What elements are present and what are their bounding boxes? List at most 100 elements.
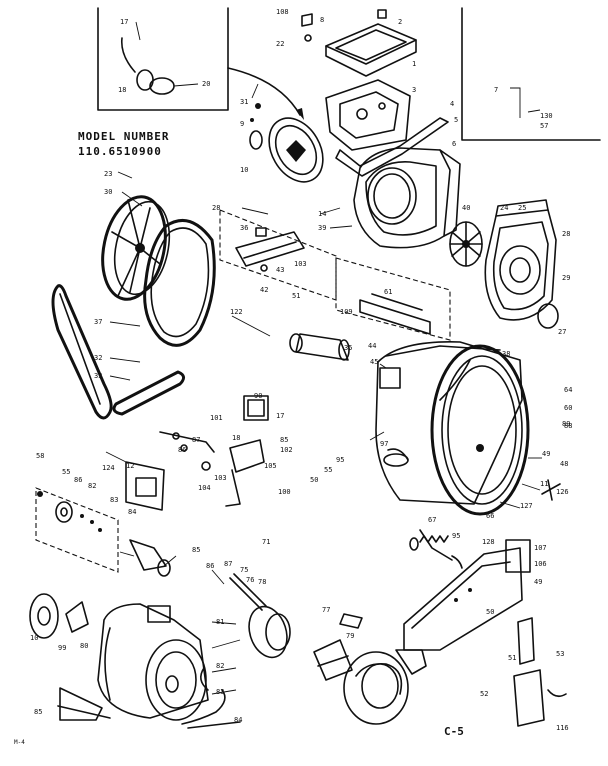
idler-pulley xyxy=(129,539,171,577)
callout: 55 xyxy=(62,468,70,476)
callout: 83 xyxy=(216,688,224,696)
callout: 84 xyxy=(234,716,242,724)
service-panel xyxy=(403,529,531,651)
inset-box-right xyxy=(461,7,601,141)
callout: 14 xyxy=(318,210,326,218)
callout: 86 xyxy=(206,562,214,570)
seal-strip xyxy=(335,117,449,177)
small-parts xyxy=(513,479,567,727)
inset-box-left xyxy=(97,7,229,111)
callout: 10 xyxy=(240,166,248,174)
callout: 27 xyxy=(558,328,566,336)
callout: 7 xyxy=(494,86,498,94)
blower-housing xyxy=(353,147,461,249)
belt-long xyxy=(51,284,113,420)
callout: 30 xyxy=(104,188,112,196)
callout: 29 xyxy=(562,274,570,282)
callout: 61 xyxy=(384,288,392,296)
model-number: 110.6510900 xyxy=(78,145,162,158)
callout: 48 xyxy=(560,460,568,468)
callout: 116 xyxy=(556,724,569,732)
callout: 105 xyxy=(264,462,277,470)
callout: 78 xyxy=(258,578,266,586)
callout: 106 xyxy=(534,560,547,568)
callout: 22 xyxy=(276,40,284,48)
callout: 50 xyxy=(310,476,318,484)
callout: 33 xyxy=(94,372,102,380)
callout: 122 xyxy=(230,308,243,316)
callout: 76 xyxy=(246,576,254,584)
callout: 55 xyxy=(324,466,332,474)
callout: 49 xyxy=(534,578,542,586)
motor xyxy=(57,603,209,721)
shaft-blower xyxy=(229,573,427,725)
callout: 88 xyxy=(564,422,572,430)
callout: 24 xyxy=(500,204,508,212)
callout: 66 xyxy=(486,512,494,520)
callout: 109 xyxy=(340,308,353,316)
callout: 127 xyxy=(520,502,533,510)
switch-assembly xyxy=(159,395,269,507)
callout: 5 xyxy=(454,116,458,124)
callout: 36 xyxy=(240,224,248,232)
callout: 20 xyxy=(202,80,210,88)
callout: 84 xyxy=(128,508,136,516)
callout: 51 xyxy=(292,292,300,300)
callout: 95 xyxy=(336,456,344,464)
callout: 67 xyxy=(428,516,436,524)
callout: 85 xyxy=(34,708,42,716)
callout: 12 xyxy=(126,462,134,470)
callout: 108 xyxy=(276,8,289,16)
callout: 100 xyxy=(278,488,291,496)
corner-mark: M-4 xyxy=(14,739,25,746)
callout: 11 xyxy=(540,480,548,488)
callout: 79 xyxy=(346,632,354,640)
callout: 77 xyxy=(322,606,330,614)
callout: 45 xyxy=(370,358,378,366)
callout: 53 xyxy=(556,650,564,658)
callout: 31 xyxy=(240,98,248,106)
callout: 87 xyxy=(224,560,232,568)
callout: 83 xyxy=(110,496,118,504)
motor-end-bell xyxy=(29,593,89,639)
callout: 28 xyxy=(562,230,570,238)
filter-bracket xyxy=(335,257,451,341)
callout: 37 xyxy=(94,318,102,326)
callout: 17 xyxy=(276,412,284,420)
page-code: C-5 xyxy=(444,725,464,738)
callout: 58 xyxy=(36,452,44,460)
motor-wire xyxy=(181,667,241,729)
callout: 82 xyxy=(216,662,224,670)
callout: 42 xyxy=(260,286,268,294)
callout: 90 xyxy=(254,392,262,400)
fan-wheel xyxy=(449,221,483,267)
callout: 128 xyxy=(482,538,495,546)
callout: 49 xyxy=(542,450,550,458)
callout: 89 xyxy=(562,420,570,428)
callout: 10 xyxy=(30,634,38,642)
callout: 99 xyxy=(58,644,66,652)
callout: 57 xyxy=(540,122,548,130)
callout: 102 xyxy=(280,446,293,454)
callout: 85 xyxy=(280,436,288,444)
drum-pulley xyxy=(101,195,171,301)
callout: 85 xyxy=(192,546,200,554)
heater-tube xyxy=(289,333,350,361)
callout: 107 xyxy=(534,544,547,552)
callout: 75 xyxy=(240,566,248,574)
callout: 18 xyxy=(118,86,126,94)
callout: 71 xyxy=(262,538,270,546)
callout: 39 xyxy=(318,224,326,232)
callout: 9 xyxy=(240,120,244,128)
callout: 86 xyxy=(178,446,186,454)
callout: 103 xyxy=(294,260,307,268)
callout: 6 xyxy=(452,140,456,148)
front-cover xyxy=(325,79,411,151)
callout: 52 xyxy=(480,690,488,698)
motor-bracket xyxy=(35,461,165,573)
callout: 130 xyxy=(540,112,553,120)
callout: 82 xyxy=(88,482,96,490)
callout: 87 xyxy=(192,436,200,444)
leader-lines xyxy=(105,21,542,695)
